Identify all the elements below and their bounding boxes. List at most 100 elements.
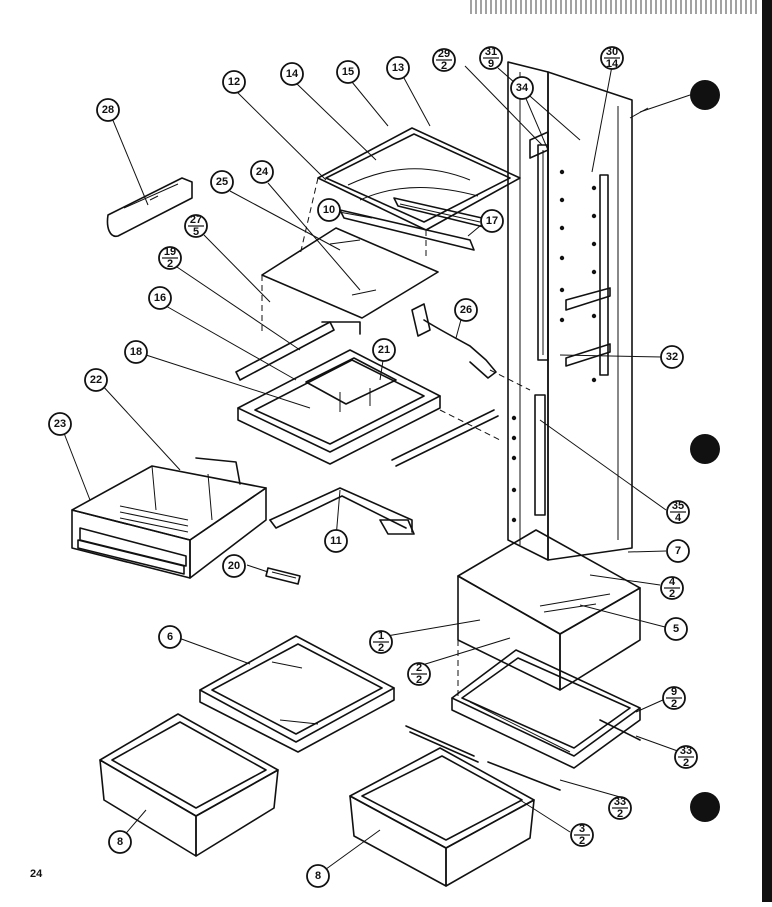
svg-text:32: 32 xyxy=(666,351,678,363)
svg-text:5: 5 xyxy=(193,226,199,238)
punch-hole-bottom xyxy=(690,792,720,822)
scan-speckle xyxy=(470,0,760,14)
svg-text:7: 7 xyxy=(675,545,681,557)
svg-text:1: 1 xyxy=(378,630,384,642)
scan-edge xyxy=(762,0,772,902)
drawer-left xyxy=(99,713,279,857)
svg-text:2: 2 xyxy=(671,698,677,710)
svg-text:14: 14 xyxy=(286,68,299,80)
callout-8-left: 8 xyxy=(108,830,132,854)
callout-7: 7 xyxy=(666,539,690,563)
svg-text:18: 18 xyxy=(130,346,142,358)
callout-9: 92 xyxy=(662,686,686,710)
callout-28: 28 xyxy=(96,98,120,122)
callout-26: 26 xyxy=(454,298,478,322)
callout-17: 17 xyxy=(480,209,504,233)
callout-2: 22 xyxy=(407,662,431,686)
svg-text:21: 21 xyxy=(378,344,390,356)
callout-33-upper: 332 xyxy=(674,745,698,769)
svg-text:2: 2 xyxy=(617,808,623,820)
callout-19: 192 xyxy=(158,246,182,270)
callout-15: 15 xyxy=(336,60,360,84)
svg-text:27: 27 xyxy=(190,214,202,226)
svg-text:35: 35 xyxy=(672,500,684,512)
callout-27: 275 xyxy=(184,214,208,238)
part-20 xyxy=(265,567,301,585)
svg-text:16: 16 xyxy=(154,292,166,304)
svg-text:4: 4 xyxy=(669,576,676,588)
svg-text:17: 17 xyxy=(486,215,498,227)
callout-14: 14 xyxy=(280,62,304,86)
punch-hole-top xyxy=(690,80,720,110)
callout-3: 32 xyxy=(570,823,594,847)
svg-text:33: 33 xyxy=(680,745,692,757)
callout-32: 32 xyxy=(660,345,684,369)
lower-left-shelf xyxy=(199,635,395,753)
svg-text:28: 28 xyxy=(102,104,114,116)
callout-31: 319 xyxy=(479,46,503,70)
callout-23: 23 xyxy=(48,412,72,436)
svg-text:2: 2 xyxy=(378,642,384,654)
svg-text:13: 13 xyxy=(392,62,404,74)
callout-29: 292 xyxy=(432,48,456,72)
svg-text:5: 5 xyxy=(673,623,679,635)
crisper-cover-frame xyxy=(235,321,501,467)
svg-text:31: 31 xyxy=(485,46,497,58)
svg-text:8: 8 xyxy=(117,836,123,848)
svg-text:6: 6 xyxy=(167,631,173,643)
svg-text:11: 11 xyxy=(330,535,342,547)
svg-text:25: 25 xyxy=(216,176,228,188)
page-number: 24 xyxy=(30,868,43,880)
callout-5: 5 xyxy=(664,617,688,641)
callout-22: 22 xyxy=(84,368,108,392)
support-bracket xyxy=(269,487,415,535)
callout-12: 12 xyxy=(222,70,246,94)
callout-20: 20 xyxy=(222,554,246,578)
svg-text:9: 9 xyxy=(671,686,677,698)
svg-text:8: 8 xyxy=(315,870,321,882)
svg-text:4: 4 xyxy=(675,512,682,524)
svg-text:23: 23 xyxy=(54,418,66,430)
svg-text:10: 10 xyxy=(323,204,335,216)
svg-text:26: 26 xyxy=(460,304,472,316)
callout-16: 16 xyxy=(148,286,172,310)
lower-cabinet xyxy=(405,529,641,791)
callout-34: 34 xyxy=(510,76,534,100)
svg-text:2: 2 xyxy=(579,835,585,847)
callout-1: 12 xyxy=(369,630,393,654)
svg-text:19: 19 xyxy=(164,246,176,258)
svg-text:2: 2 xyxy=(683,757,689,769)
svg-text:3: 3 xyxy=(579,823,585,835)
svg-text:15: 15 xyxy=(342,66,354,78)
svg-text:2: 2 xyxy=(416,674,422,686)
crisper-pan xyxy=(71,457,267,579)
svg-text:24: 24 xyxy=(256,166,269,178)
shelf-rails xyxy=(529,131,611,516)
drawer-right xyxy=(349,747,535,887)
callout-25: 25 xyxy=(210,170,234,194)
callout-35: 354 xyxy=(666,500,690,524)
callout-8-right: 8 xyxy=(306,864,330,888)
glass-shelf xyxy=(261,227,439,335)
callout-10: 10 xyxy=(317,198,341,222)
svg-text:9: 9 xyxy=(488,58,494,70)
callout-24: 24 xyxy=(250,160,274,184)
svg-text:2: 2 xyxy=(669,588,675,600)
part-26 xyxy=(411,303,531,391)
top-shelf xyxy=(299,127,521,260)
svg-text:33: 33 xyxy=(614,796,626,808)
svg-text:2: 2 xyxy=(167,258,173,270)
rail-screws xyxy=(511,169,597,523)
callout-18: 18 xyxy=(124,340,148,364)
svg-text:30: 30 xyxy=(606,46,618,58)
part-28 xyxy=(106,177,193,238)
callout-13: 13 xyxy=(386,56,410,80)
callout-11: 11 xyxy=(324,529,348,553)
cabinet-liner xyxy=(507,61,691,561)
svg-text:2: 2 xyxy=(441,60,447,72)
svg-text:12: 12 xyxy=(228,76,240,88)
callout-21: 21 xyxy=(372,338,396,362)
